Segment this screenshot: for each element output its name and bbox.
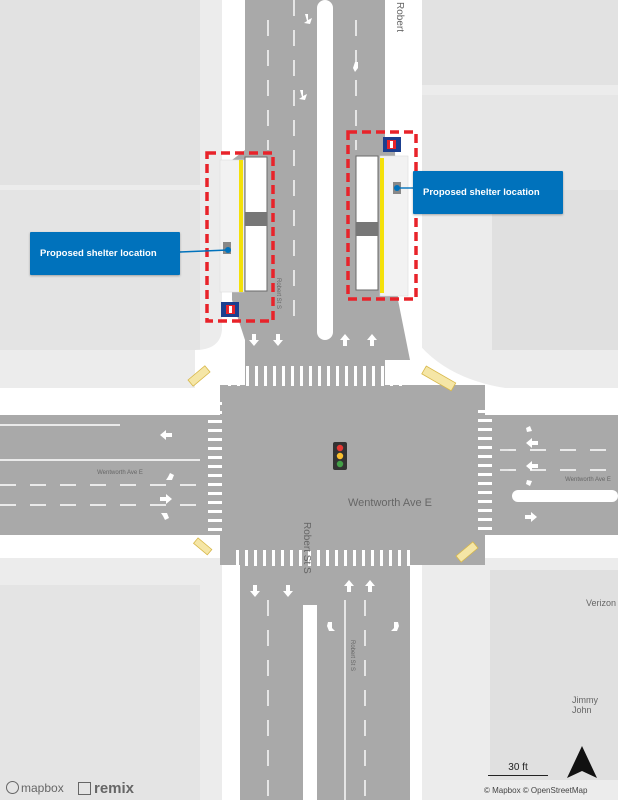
arrow-up-icon [340,334,350,346]
building-nw [0,0,200,185]
poi-jimmy-johns: Jimmy John [572,695,598,715]
callout-dot-right [394,185,400,191]
intersection [220,385,485,565]
crosswalk-north [228,366,402,386]
street-label-robert-north: Robert St S [275,278,281,309]
building-ne-3 [492,190,618,350]
lane-arrows [160,14,538,631]
crosswalk-south [236,550,410,566]
arrow-left-icon [526,438,538,448]
street-label-robert-south: Robert St S [349,640,355,671]
arrow-up-icon [365,580,375,592]
arrow-left-icon [526,461,538,471]
callout-shelter-left: Proposed shelter location [30,232,180,275]
platform-edge-left [239,160,243,292]
platform-edge-right [380,158,384,293]
bus-stop-left [219,156,268,293]
callout-dot-left [225,247,231,253]
arrow-right-icon [525,512,537,522]
highlight-box-right [346,130,418,301]
mapbox-logo: mapbox [6,780,64,795]
median-east [512,490,618,502]
arrow-curve-icon [299,90,307,100]
attribution[interactable]: © Mapbox © OpenStreetMap [484,786,588,795]
arrow-down-icon [283,585,293,597]
traffic-light-icon [333,442,347,470]
street-label-wentworth: Wentworth Ave E [348,497,432,509]
highlight-box-left [205,151,275,323]
bus-right-articulation [356,222,378,236]
arrow-down-icon [273,334,283,346]
crosswalk-east [478,410,492,530]
arrow-down-icon [249,334,259,346]
arrow-right-icon [160,494,172,504]
scale-bar [488,775,548,776]
curb-ramps [187,365,479,563]
street-label-wentworth-west: Wentworth Ave E [97,470,143,476]
street-label-wentworth-east: Wentworth Ave E [565,477,611,483]
scale-label: 30 ft [508,762,528,773]
remix-logo-icon [78,782,91,795]
bus-stop-right [355,155,409,297]
arrow-down-icon [250,585,260,597]
arrow-curve-icon [327,622,335,631]
arrow-left-icon [160,430,172,440]
crosswalks [208,366,492,566]
bus-left-articulation [245,212,267,226]
building-ne [415,0,618,85]
callout-connector-left [179,249,229,253]
arrow-curve-icon [166,473,174,480]
arrow-up-icon [367,334,377,346]
transit-icon [383,137,401,152]
remix-logo: remix [78,780,134,797]
arrow-curve-icon [391,622,399,631]
remix-logo-text: remix [94,780,135,797]
median-south-2 [303,605,317,800]
arrow-curve-icon [526,426,532,432]
arrow-up-icon [344,580,354,592]
poi-verizon: Verizon [586,598,617,608]
arrow-curve-icon [353,62,358,72]
street-label-robert-top: Robert [394,2,405,32]
mapbox-logo-icon [6,781,19,794]
transit-icon [221,302,239,317]
mapbox-logo-text: mapbox [21,781,64,795]
building-se [490,570,618,780]
building-sw [0,585,200,800]
crosswalk-west [208,402,222,531]
arrow-curve-icon [161,513,169,520]
callout-shelter-right: Proposed shelter location [413,171,563,214]
arrow-curve-icon [526,480,532,486]
arrow-curve-icon [304,14,312,24]
north-arrow-icon [567,746,597,778]
street-label-robert: Robert St S [301,522,312,574]
median-north [317,0,333,340]
road-ns-south [240,560,410,800]
